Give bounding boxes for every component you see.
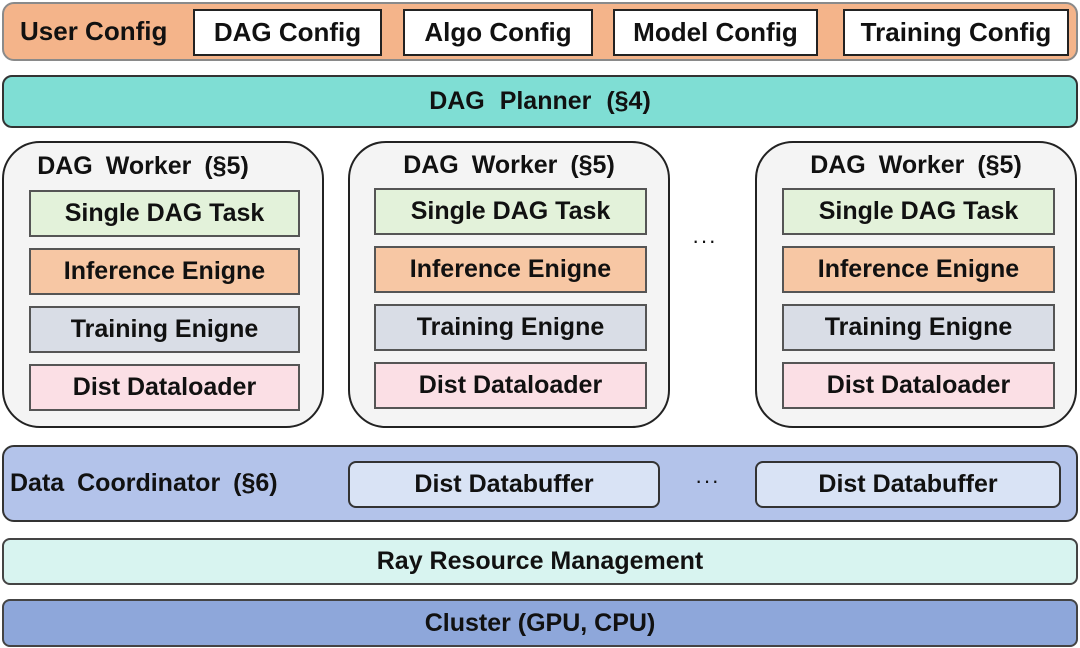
- inference-engine: Inference Enigne: [29, 248, 300, 295]
- dag-worker-title: DAG Worker (§5): [37, 152, 249, 180]
- training-engine: Training Enigne: [782, 304, 1055, 351]
- training-config-box: Training Config: [843, 9, 1069, 56]
- dag-worker-2: DAG Worker (§5) Single DAG Task Inferenc…: [348, 141, 670, 428]
- training-engine: Training Enigne: [374, 304, 647, 351]
- ray-resource-management-bar: Ray Resource Management: [2, 538, 1078, 585]
- dag-worker-1: DAG Worker (§5) Single DAG Task Inferenc…: [2, 141, 324, 428]
- data-coordinator-label: Data Coordinator (§6): [10, 469, 278, 497]
- dist-dataloader: Dist Dataloader: [29, 364, 300, 411]
- dag-worker-title: DAG Worker (§5): [810, 151, 1022, 179]
- model-config-box: Model Config: [613, 9, 818, 56]
- training-engine: Training Enigne: [29, 306, 300, 353]
- cluster-bar: Cluster (GPU, CPU): [2, 599, 1078, 647]
- dist-databuffer-1: Dist Databuffer: [348, 461, 660, 508]
- inference-engine: Inference Enigne: [374, 246, 647, 293]
- algo-config-box: Algo Config: [403, 9, 593, 56]
- inference-engine: Inference Enigne: [782, 246, 1055, 293]
- single-dag-task: Single DAG Task: [29, 190, 300, 237]
- worker-ellipsis: ···: [692, 228, 717, 253]
- single-dag-task: Single DAG Task: [782, 188, 1055, 235]
- dag-config-box: DAG Config: [193, 9, 382, 56]
- dist-dataloader: Dist Dataloader: [782, 362, 1055, 409]
- dag-planner-bar: DAG Planner (§4): [2, 75, 1078, 128]
- dag-worker-3: DAG Worker (§5) Single DAG Task Inferenc…: [755, 141, 1077, 428]
- dist-databuffer-2: Dist Databuffer: [755, 461, 1061, 508]
- user-config-label: User Config: [20, 16, 168, 46]
- dist-dataloader: Dist Dataloader: [374, 362, 647, 409]
- single-dag-task: Single DAG Task: [374, 188, 647, 235]
- dag-worker-title: DAG Worker (§5): [403, 151, 615, 179]
- databuffer-ellipsis: ···: [695, 468, 720, 493]
